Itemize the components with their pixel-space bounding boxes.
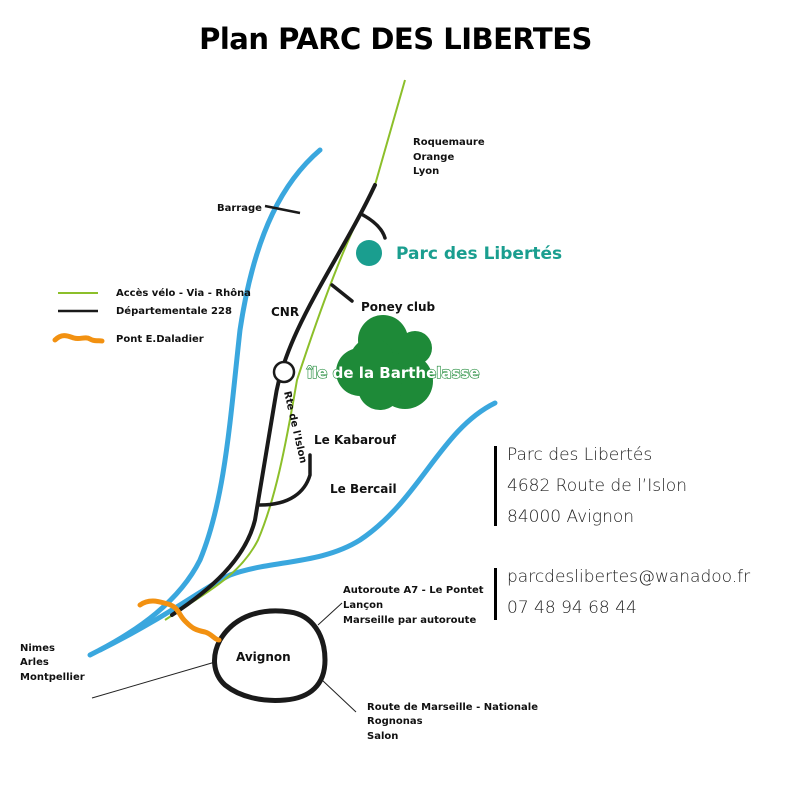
label-north-1: Roquemaure [413, 137, 485, 148]
label-south-3: Salon [367, 731, 398, 742]
contact-phone[interactable]: 07 48 94 68 44 [507, 598, 637, 618]
road-kabarouf-branch [258, 453, 312, 507]
route-line-west [91, 659, 223, 699]
label-south-2: Rognonas [367, 716, 423, 727]
label-a7-2: Lançon [343, 600, 383, 611]
contact-email[interactable]: parcdeslibertes@wanadoo.fr [507, 567, 751, 587]
label-west-3: Montpellier [20, 672, 85, 683]
label-barrage: Barrage [217, 203, 262, 214]
label-ile-barthelasse: île de la Barthelasse [306, 364, 480, 382]
legend-road-label: Départementale 228 [116, 305, 232, 317]
avignon-ring [212, 608, 328, 703]
barrage-line [264, 204, 301, 215]
legend-bridge-line [52, 333, 105, 344]
label-south-1: Route de Marseille - Nationale [367, 702, 538, 713]
road-d228 [170, 183, 377, 617]
bike-path [164, 79, 406, 621]
label-parc-des-libertes[interactable]: Parc des Libertés [396, 244, 562, 264]
address-name: Parc des Libertés [507, 445, 653, 465]
ile-de-la-barthelasse-icon [336, 315, 433, 410]
legend-bridge-label: Pont E.Daladier [116, 334, 204, 345]
label-a7-3: Marseille par autoroute [343, 615, 476, 626]
label-west-1: Nimes [20, 643, 55, 654]
label-avignon: Avignon [236, 650, 291, 664]
road-poney-branch [330, 283, 354, 303]
parc-location-icon[interactable] [356, 240, 382, 266]
legend-bike-label: Accès vélo - Via - Rhôna [116, 287, 251, 299]
address-street: 4682 Route de l’Islon [507, 476, 687, 496]
road-parc-branch [361, 213, 387, 240]
contact-block: parcdeslibertes@wanadoo.fr 07 48 94 68 4… [507, 562, 750, 624]
address-city: 84000 Avignon [507, 507, 635, 527]
label-bercail: Le Bercail [330, 482, 397, 496]
route-line-a7 [317, 602, 343, 626]
label-kabarouf: Le Kabarouf [314, 433, 397, 447]
label-a7-1: Autoroute A7 - Le Pontet [343, 585, 484, 596]
label-route-islon: Rte de l'Islon [281, 390, 308, 464]
label-north-2: Orange [413, 152, 454, 163]
address-divider [494, 446, 497, 526]
address-block: Parc des Libertés 4682 Route de l’Islon … [507, 440, 687, 533]
river-west-branch [87, 147, 323, 658]
label-cnr: CNR [271, 305, 299, 319]
route-line-south [321, 679, 357, 713]
label-poney-club: Poney club [361, 300, 435, 314]
river-lower-channel [97, 400, 498, 653]
label-west-2: Arles [20, 657, 49, 668]
contact-divider [494, 568, 497, 620]
label-north-3: Lyon [413, 166, 439, 177]
pont-daladier [137, 598, 222, 643]
map-title: Plan PARC DES LIBERTES [199, 22, 592, 56]
cnr-marker-icon [272, 360, 296, 384]
